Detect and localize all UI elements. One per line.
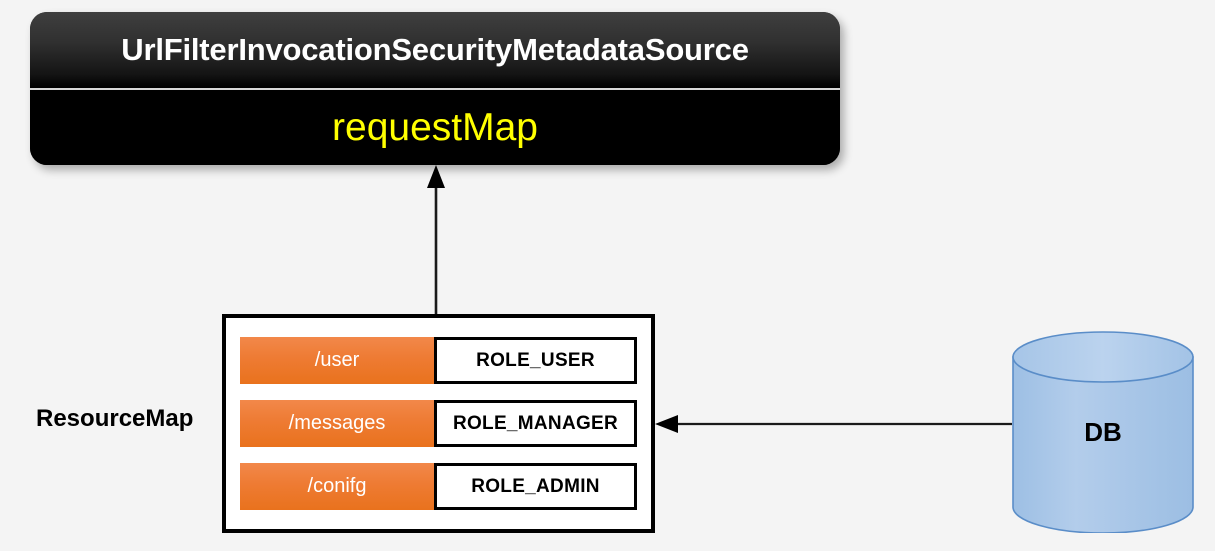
class-box-header: UrlFilterInvocationSecurityMetadataSourc… <box>30 12 840 88</box>
database-cylinder-icon <box>1012 331 1194 533</box>
resource-url-cell: /user <box>240 337 434 384</box>
table-row: /messages ROLE_MANAGER <box>240 400 637 447</box>
resource-url-cell: /conifg <box>240 463 434 510</box>
resource-url-cell: /messages <box>240 400 434 447</box>
class-box-url-filter-invocation-security-metadata-source: UrlFilterInvocationSecurityMetadataSourc… <box>30 12 840 165</box>
table-row: /user ROLE_USER <box>240 337 637 384</box>
class-box-title: UrlFilterInvocationSecurityMetadataSourc… <box>121 32 749 67</box>
class-box-field-request-map: requestMap <box>332 105 538 149</box>
resource-role-cell: ROLE_MANAGER <box>434 400 637 447</box>
resource-map-box: /user ROLE_USER /messages ROLE_MANAGER /… <box>222 314 655 533</box>
resource-role-cell: ROLE_USER <box>434 337 637 384</box>
resourcemap-label: ResourceMap <box>36 405 194 432</box>
class-box-divider <box>30 88 840 90</box>
table-row: /conifg ROLE_ADMIN <box>240 463 637 510</box>
arrow-resourcemap-to-requestmap <box>427 165 445 314</box>
arrow-db-to-resourcemap <box>655 415 1012 433</box>
resource-map-rows: /user ROLE_USER /messages ROLE_MANAGER /… <box>226 318 651 529</box>
class-box-body: requestMap <box>30 90 840 165</box>
resource-role-cell: ROLE_ADMIN <box>434 463 637 510</box>
